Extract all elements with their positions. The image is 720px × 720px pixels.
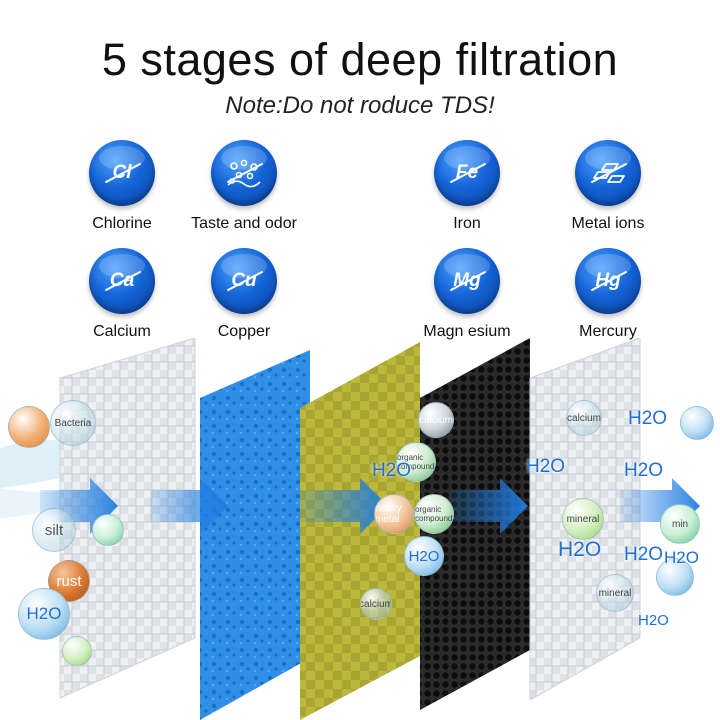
h2o-label: H2O <box>624 544 664 565</box>
filtration-illustration: Bacteria silt rust H2O calcium organic c… <box>0 338 720 720</box>
bubble-label: calcium <box>419 414 453 426</box>
silt-bubble: silt <box>32 508 76 552</box>
calcium-bubble: calcium <box>360 588 392 620</box>
badge-chlorine: Cl Chlorine <box>62 140 182 233</box>
organic-bubble: organic compound <box>396 442 436 482</box>
badge-calcium: Ca Calcium <box>62 248 182 341</box>
filter-layers <box>0 338 700 720</box>
bubble-label: min <box>671 518 689 530</box>
bubble <box>92 514 124 546</box>
page-title: 5 stages of deep filtration <box>101 34 619 85</box>
badge-magnesium: Mg Magn esium <box>407 248 527 341</box>
bacteria-bubble <box>8 406 50 448</box>
h2o-label: H2O <box>526 456 566 477</box>
copper-icon: Cu <box>211 248 277 314</box>
bubble-label: organic compound <box>397 453 435 471</box>
bubble-label: H2O <box>26 604 62 623</box>
mineral-bubble: mineral <box>596 574 634 612</box>
bubble-label: Bacteria <box>54 417 92 429</box>
h2o-label: H2O <box>638 612 669 629</box>
badge-taste-odor: Taste and odor <box>184 140 304 233</box>
calcium-bubble: calcium <box>418 402 454 438</box>
bubble-label: rust <box>56 572 82 590</box>
bubble-label: H2O <box>408 547 440 565</box>
h2o-label: H2O <box>628 408 668 429</box>
bacteria-bubble: Bacteria <box>50 400 96 446</box>
iron-icon: Fe <box>434 140 500 206</box>
badge-label: Mercury <box>579 323 637 340</box>
badge-label: Copper <box>217 323 271 340</box>
bubble-label: calcium <box>360 598 392 610</box>
badge-metal-ions: Metal ions <box>548 140 668 233</box>
molecules-icon <box>211 140 277 206</box>
bubble-label: mineral <box>598 587 632 599</box>
badge-label: Calcium <box>93 323 151 340</box>
bubble-label: calcium <box>567 412 601 424</box>
badge-label: Metal ions <box>571 215 645 232</box>
mineral-bubble <box>62 636 92 666</box>
badge-label: Iron <box>453 215 481 232</box>
calcium-icon: Ca <box>89 248 155 314</box>
bubble-label: heavy metal <box>375 503 402 525</box>
calcium-bubble: calcium <box>566 400 602 436</box>
metal-bars-icon <box>575 140 641 206</box>
badge-label: Chlorine <box>92 215 152 232</box>
h2o-bubble <box>680 406 714 440</box>
magnesium-icon: Mg <box>434 248 500 314</box>
bubble-label: silt <box>44 521 64 539</box>
badge-mercury: Hg Mercury <box>548 248 668 341</box>
h2o-bubble: H2O <box>18 588 70 640</box>
h2o-label: H2O <box>372 460 412 481</box>
page-subtitle: Note:Do not roduce TDS! <box>225 92 495 119</box>
badge-label: Taste and odor <box>191 215 297 232</box>
h2o-bubble <box>656 558 694 596</box>
h2o-label: H2O <box>664 548 699 567</box>
h2o-label: H2O <box>624 460 664 481</box>
mineral-bubble: min <box>660 504 700 544</box>
mercury-icon: Hg <box>575 248 641 314</box>
chlorine-icon: Cl <box>89 140 155 206</box>
heavy-metal-bubble: heavy metal <box>374 494 414 534</box>
organic-bubble: organic compound <box>414 494 454 534</box>
mineral-bubble: mineral <box>562 498 604 540</box>
bubble-label: mineral <box>566 513 600 525</box>
h2o-label: H2O <box>558 538 602 561</box>
h2o-bubble: H2O <box>404 536 444 576</box>
bubble-label: organic compound <box>415 505 453 523</box>
badge-copper: Cu Copper <box>184 248 304 341</box>
badge-iron: Fe Iron <box>407 140 527 233</box>
badge-label: Magn esium <box>423 323 511 340</box>
